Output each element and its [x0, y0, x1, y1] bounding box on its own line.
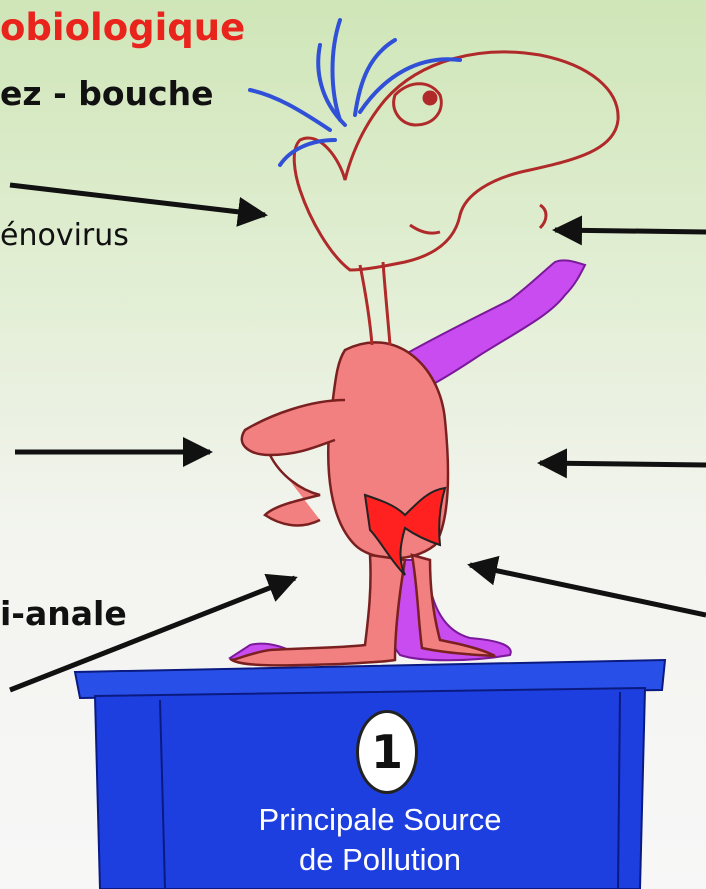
arrow-right-head	[555, 230, 706, 232]
podium-caption-line2: de Pollution	[230, 840, 530, 880]
figure-body	[232, 342, 495, 665]
adenovirus-label: énovirus	[0, 218, 129, 253]
arrow-left-head	[10, 185, 265, 215]
perianal-label: i-anale	[0, 594, 127, 633]
title-text: obiologique	[0, 6, 245, 49]
rank-badge: 1	[356, 710, 418, 794]
figure-head	[294, 52, 618, 345]
podium-caption-line1: Principale Source	[230, 800, 530, 840]
arrow-right-groin	[470, 565, 706, 615]
podium-caption: Principale Source de Pollution	[230, 800, 530, 880]
nose-mouth-label: ez - bouche	[0, 74, 214, 113]
arrow-right-torso	[540, 463, 706, 465]
